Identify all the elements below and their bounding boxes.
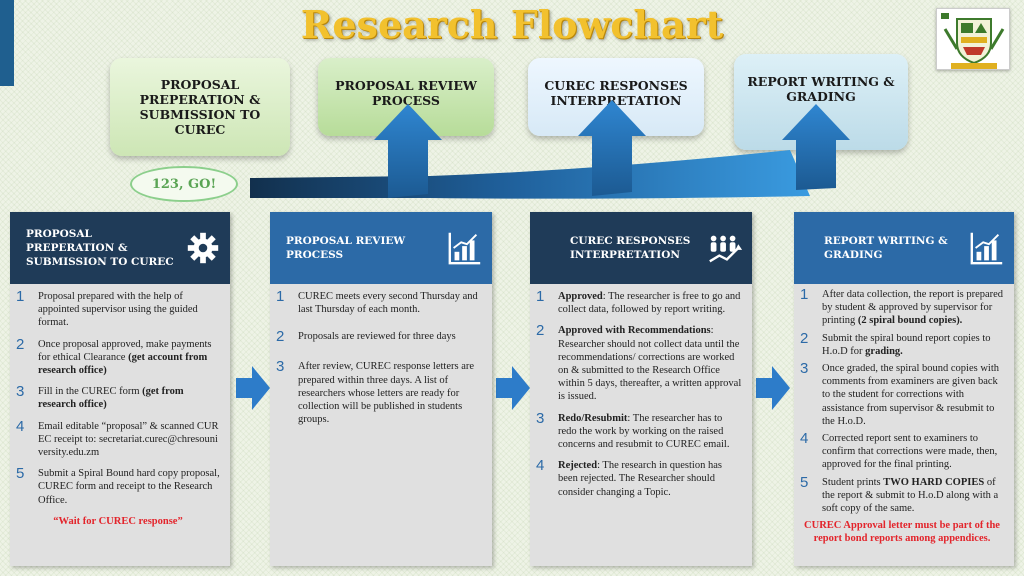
list-item: 1 Approved: The researcher is free to go… — [536, 288, 741, 316]
university-logo — [936, 8, 1010, 70]
list-item: 4 Rejected: The research in question has… — [536, 457, 722, 498]
column-heading: PROPOSAL REVIEW PROCESS — [286, 234, 406, 261]
list-item: 4 Email editable “proposal” & scanned CU… — [16, 417, 219, 459]
approval-letter-note: CUREC Approval letter must be part of th… — [804, 520, 1000, 545]
column-report-writing: REPORT WRITING & GRADING 1 After data co… — [794, 212, 1014, 566]
people-growth-icon — [709, 235, 743, 263]
right-arrow-2 — [496, 366, 530, 410]
column-heading: REPORT WRITING & GRADING — [824, 234, 948, 261]
up-arrow-1 — [374, 104, 442, 198]
up-arrow-3 — [782, 104, 850, 190]
right-arrow-1 — [236, 366, 270, 410]
column-header: REPORT WRITING & GRADING — [794, 212, 1014, 284]
list-item: 3 Redo/Resubmit: The researcher has to r… — [536, 409, 730, 451]
list-item: 3 Fill in the CUREC form (get from resea… — [16, 383, 184, 411]
column-header: PROPOSAL REVIEW PROCESS — [270, 212, 492, 284]
column-header: CUREC RESPONSES INTERPRETATION — [530, 212, 752, 284]
gear-icon — [187, 232, 219, 264]
list-item: 2 Proposals are reviewed for three days — [276, 328, 456, 346]
top-step-proposal-preparation: PROPOSAL PREPERATION & SUBMISSION TO CUR… — [110, 58, 290, 156]
column-heading: PROPOSAL PREPERATION & SUBMISSION TO CUR… — [26, 227, 174, 269]
bar-chart-icon — [448, 232, 481, 265]
list-item: 3 After review, CUREC response letters a… — [276, 358, 475, 426]
column-header: PROPOSAL PREPERATION & SUBMISSION TO CUR… — [10, 212, 230, 284]
list-item: 1 After data collection, the report is p… — [800, 286, 1004, 327]
column-curec-responses: CUREC RESPONSES INTERPRETATION 1 Approve… — [530, 212, 752, 566]
column-proposal-preparation: PROPOSAL PREPERATION & SUBMISSION TO CUR… — [10, 212, 230, 566]
list-item: 3 Once graded, the spiral bound copies w… — [800, 360, 999, 427]
left-accent-strip — [0, 0, 14, 86]
wait-note: “Wait for CUREC response” — [53, 515, 183, 527]
list-item: 2 Approved with Recommendations: Researc… — [536, 322, 742, 403]
list-item: 4 Corrected report sent to examiners to … — [800, 430, 998, 471]
list-item: 1 Proposal prepared with the help of app… — [16, 288, 198, 329]
list-item: 5 Student prints TWO HARD COPIES of the … — [800, 473, 999, 515]
list-item: 5 Submit a Spiral Bound hard copy propos… — [16, 465, 220, 506]
up-arrow-2 — [578, 100, 646, 196]
progress-band — [250, 150, 810, 199]
list-item: 1 CUREC meets every second Thursday and … — [276, 288, 478, 316]
page-title: Research Flowchart — [300, 2, 724, 47]
list-item: 2 Once proposal approved, make payments … — [16, 335, 212, 377]
start-label: 123, GO! — [130, 166, 238, 202]
column-heading: CUREC RESPONSES INTERPRETATION — [570, 234, 691, 261]
right-arrow-3 — [756, 366, 790, 410]
column-proposal-review: PROPOSAL REVIEW PROCESS 1 CUREC meets ev… — [270, 212, 492, 566]
bar-chart-icon — [970, 232, 1003, 265]
list-item: 2 Submit the spiral bound report copies … — [800, 329, 991, 357]
